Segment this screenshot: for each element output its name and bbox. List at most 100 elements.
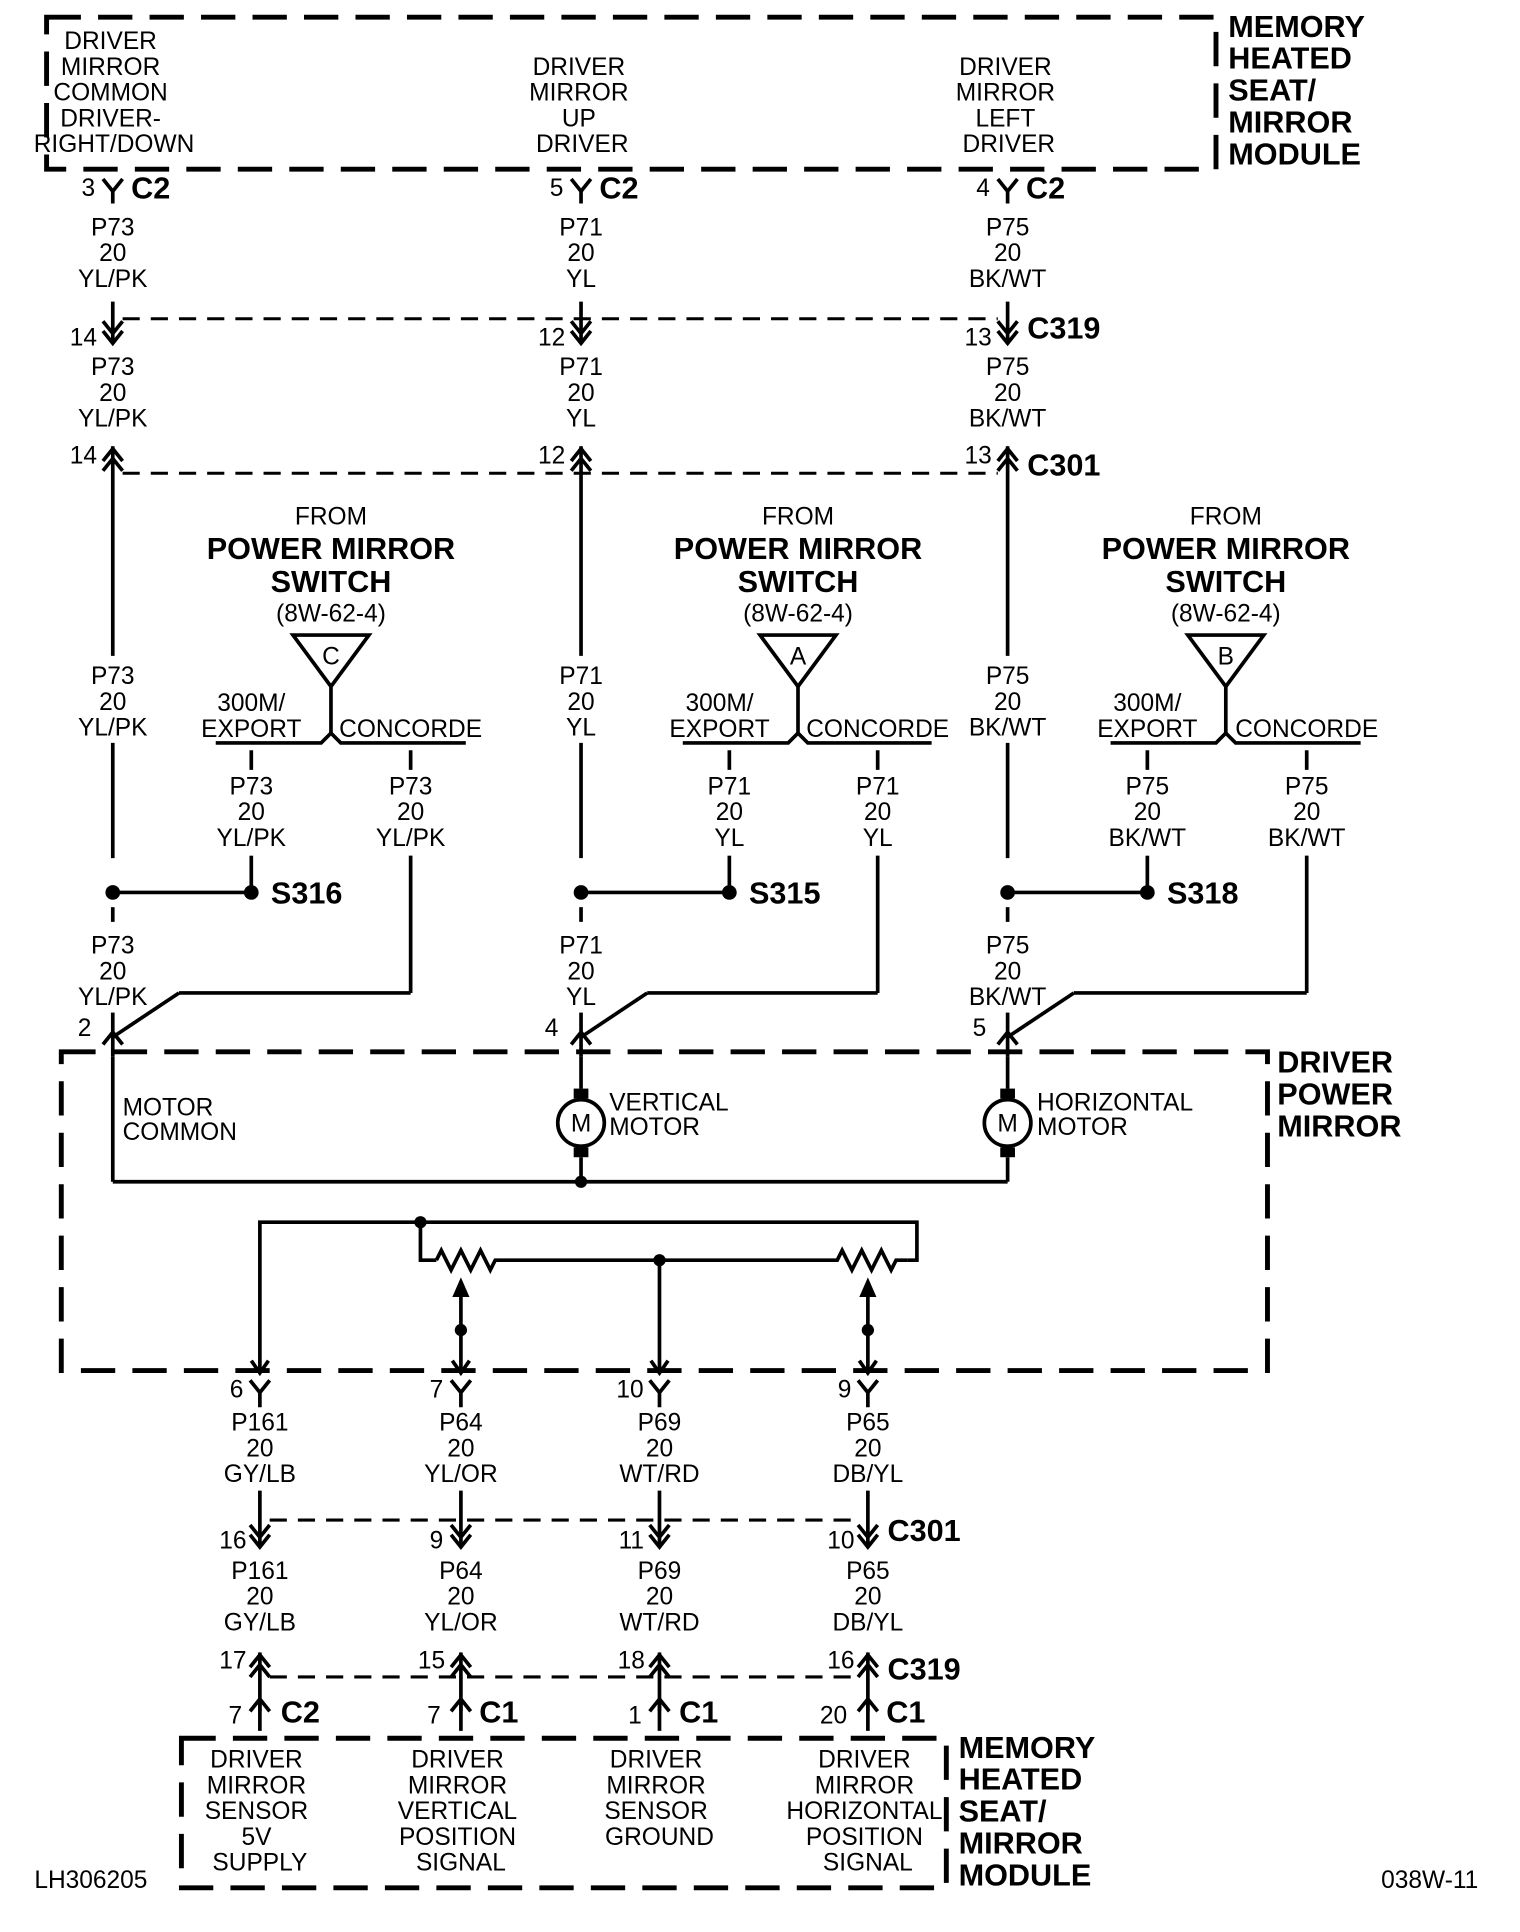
wiper-arrow (859, 1277, 877, 1297)
switch-ref: (8W-62-4) (743, 601, 853, 628)
svg-text:CONCORDE: CONCORDE (806, 716, 949, 743)
triangle-connector (1184, 633, 1268, 690)
pin-number: 11 (619, 1527, 644, 1554)
pin-number: 16 (219, 1527, 246, 1554)
pin-number: 5 (550, 175, 564, 202)
svg-text:300M/EXPORT: 300M/EXPORT (1097, 690, 1197, 743)
sensor-pin-6 (248, 1379, 272, 1408)
bottom-memory-module: DRIVER MIRROR SENSOR 5V SUPPLY DRIVER MI… (178, 1731, 1104, 1892)
triangle-connector (756, 633, 840, 690)
pin-number: 20 (820, 1703, 847, 1730)
horizontal-motor-label: HORIZONTAL MOTOR (1037, 1090, 1200, 1142)
option-split (682, 730, 932, 745)
bottom-c1-pin20 (856, 1696, 880, 1731)
top-c2-connectors: 3 C2 5 C2 4 C2 (81, 172, 1065, 206)
pin-number: 3 (81, 175, 95, 202)
pin-number: 17 (219, 1647, 246, 1674)
bottom-pin-2-desc: DRIVER MIRROR VERTICAL POSITION SIGNAL (398, 1747, 524, 1877)
sensor-pin-9 (856, 1379, 880, 1408)
triangle-letter: A (790, 643, 807, 670)
connector-name: C1 (886, 1695, 925, 1729)
c319-lower-connector: 17 15 18 16 C319 (219, 1647, 961, 1712)
svg-text:M: M (997, 1110, 1017, 1137)
sensor-pin-7 (449, 1379, 473, 1408)
c319-pin12 (569, 301, 593, 347)
top-module-name: MEMORY HEATED SEAT/ MIRROR MODULE (1228, 10, 1373, 171)
top-memory-module: DRIVER MIRROR COMMON DRIVER- RIGHT/DOWN … (34, 10, 1373, 172)
connector-c2-pin5 (569, 177, 593, 204)
down-arrow (450, 1359, 471, 1377)
down-arrow (857, 1359, 878, 1377)
splice-label: S315 (749, 876, 821, 910)
sensor-supply-wire (258, 1220, 919, 1371)
connector-name: C301 (1027, 449, 1100, 483)
c301-pin9 (449, 1490, 473, 1550)
sensor-pin-10 (648, 1379, 671, 1408)
from-label: FROM (762, 504, 834, 531)
svg-text:300M/EXPORT: 300M/EXPORT (669, 690, 769, 743)
diagram-id-right: 038W-11 (1381, 1867, 1478, 1894)
option-split (215, 730, 466, 745)
from-label: FROM (1190, 504, 1262, 531)
pin-number: 9 (838, 1376, 852, 1403)
pin-number: 9 (430, 1527, 444, 1554)
wiper-arrow (452, 1277, 470, 1297)
splice-label: S318 (1167, 876, 1239, 910)
pin-number: 4 (545, 1015, 559, 1042)
pin-number: 10 (616, 1376, 643, 1403)
bottom-module-name: MEMORY HEATED SEAT/ MIRROR MODULE (959, 1731, 1104, 1892)
pin-number: 5 (973, 1015, 987, 1042)
switch-ref: (8W-62-4) (276, 601, 386, 628)
svg-text:CONCORDE: CONCORDE (339, 716, 482, 743)
bottom-pin-1-desc: DRIVER MIRROR SENSOR 5V SUPPLY (205, 1747, 315, 1877)
splice-dot (1000, 885, 1015, 900)
mirror-input-pins: 2 4 5 (78, 1015, 1019, 1057)
vertical-motor-icon (555, 1097, 607, 1149)
bottom-c2-pin7 (248, 1696, 272, 1731)
bottom-module-connectors: 7 C2 7 C1 1 C1 20 C1 (229, 1695, 925, 1731)
connector-name: C2 (599, 172, 638, 206)
splice-label: S316 (271, 876, 343, 910)
c301-pin16 (248, 1490, 272, 1550)
mirror-sensor-pins: 6 7 10 9 (230, 1376, 880, 1408)
pin-number: 14 (70, 442, 97, 469)
c319-upper-connector: 14 12 13 C319 (70, 301, 1100, 352)
connector-name: C1 (479, 1695, 518, 1729)
connector-c2-pin3 (101, 177, 125, 204)
down-arrow (249, 1359, 270, 1377)
pin-number: 13 (965, 325, 992, 352)
bottom-pin-3-desc: DRIVER MIRROR SENSOR GROUND (604, 1747, 714, 1851)
potentiometer-icon (434, 1246, 908, 1275)
connector-name: C2 (281, 1695, 320, 1729)
splice-dot (105, 885, 121, 900)
pin-number: 7 (229, 1703, 243, 1730)
c301-pin11 (648, 1490, 671, 1550)
pin-number: 13 (965, 442, 992, 469)
diagram-id-left: LH306205 (34, 1867, 147, 1894)
